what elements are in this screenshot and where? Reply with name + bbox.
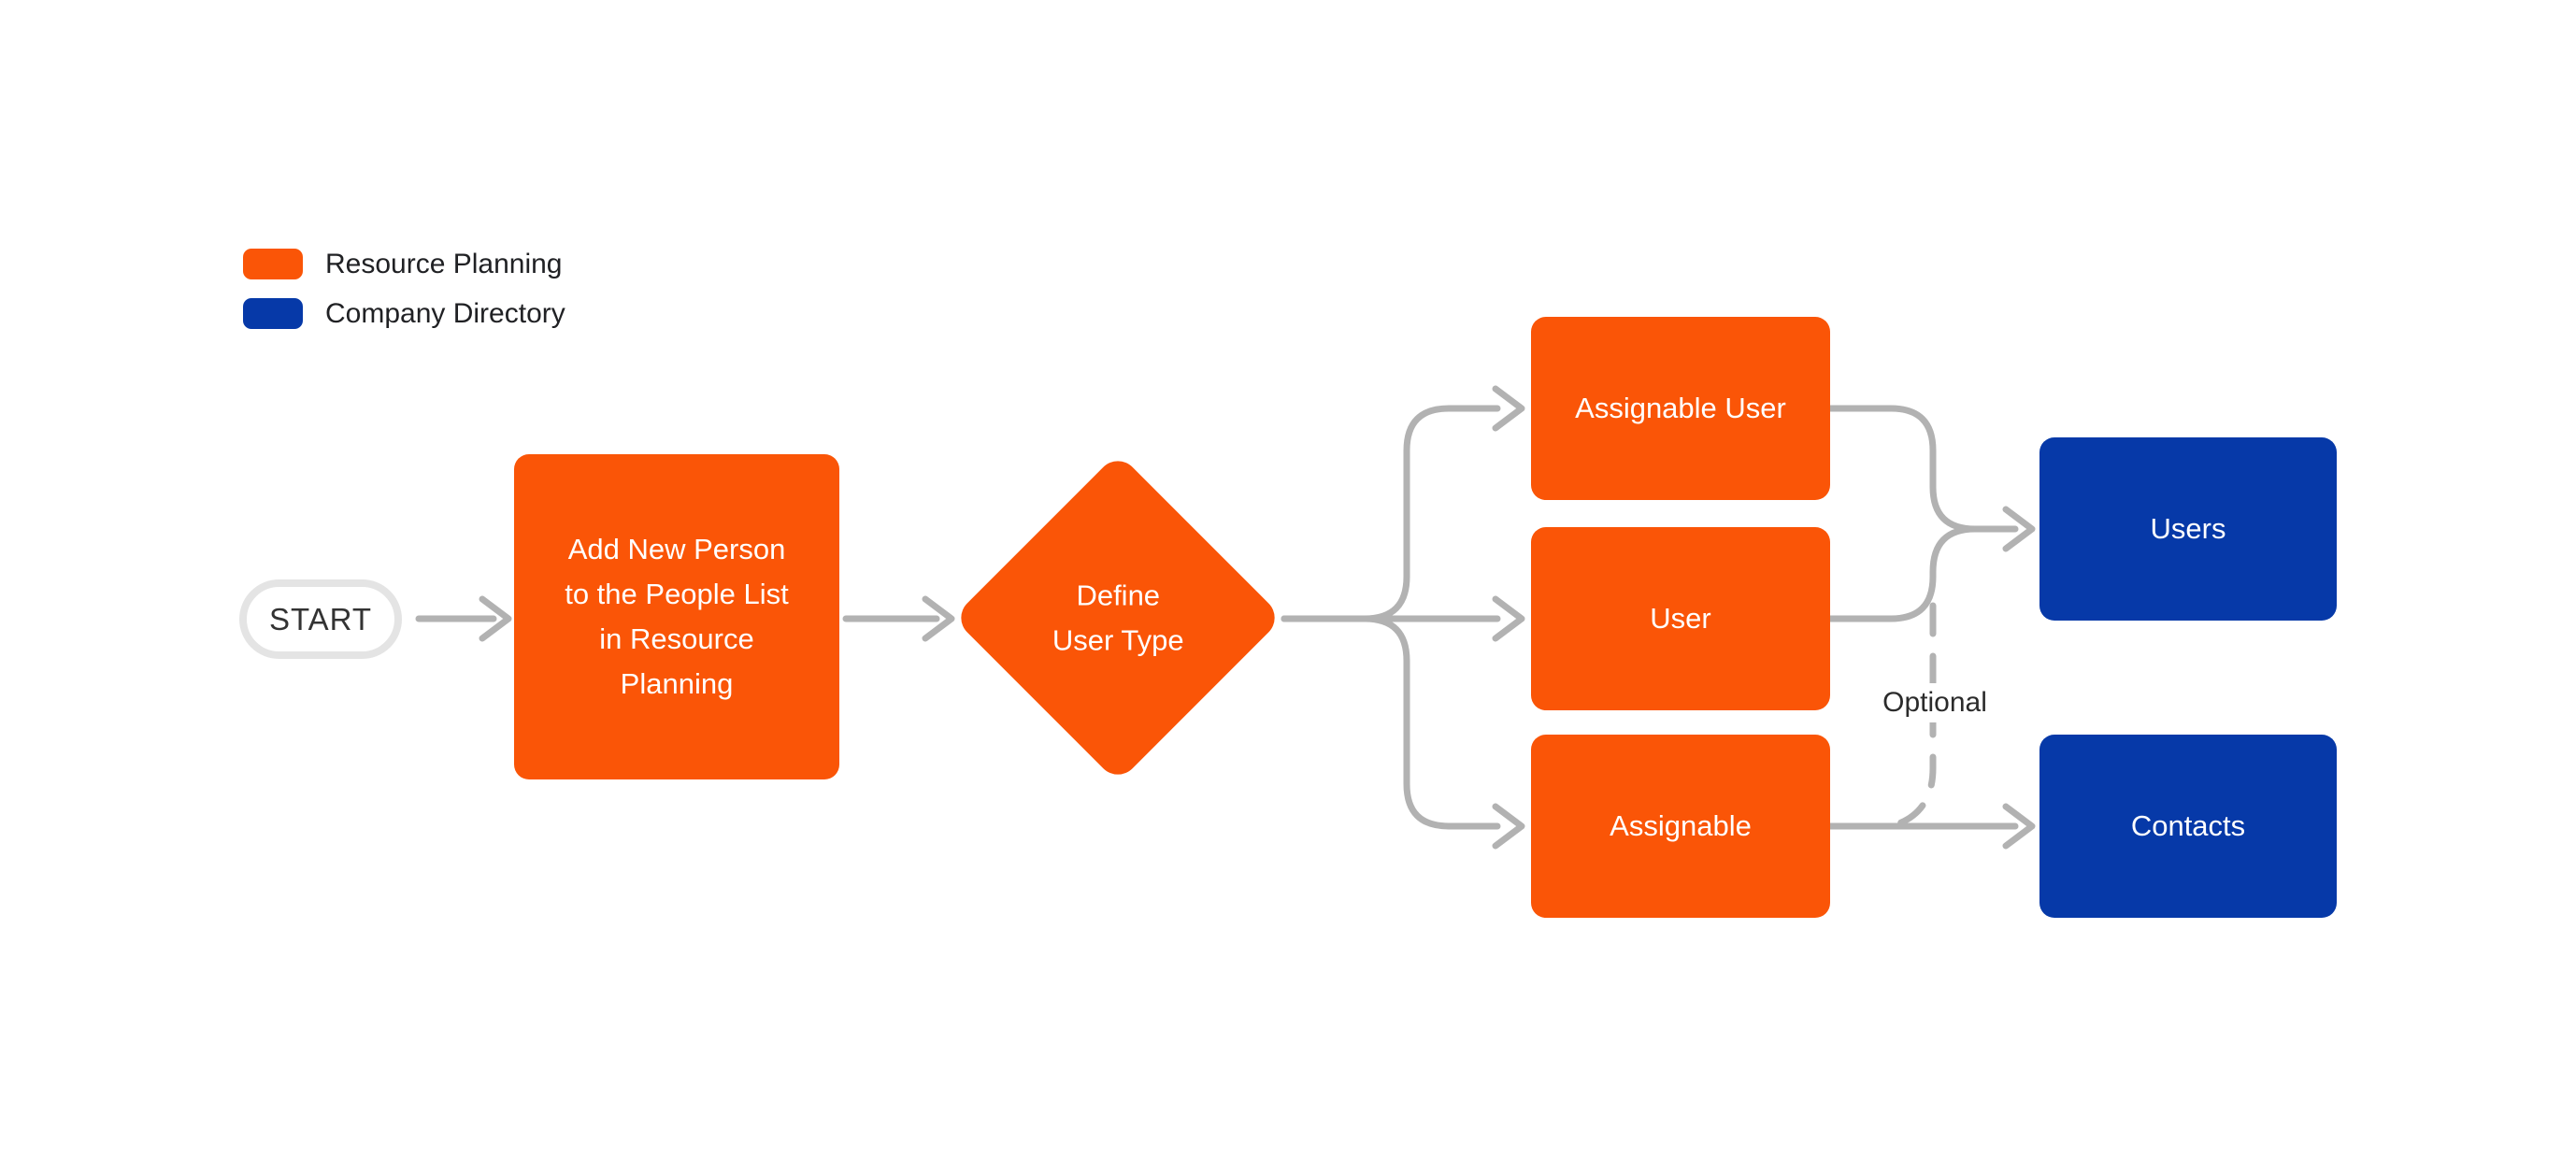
- edge-assignable-user-to-users: [1826, 405, 1979, 533]
- legend-swatch-company-directory: [243, 298, 303, 329]
- arrowhead-define-to-user: [1492, 595, 1525, 642]
- add-person-line-1: Add New Person: [567, 533, 786, 565]
- node-users: Users: [2039, 437, 2337, 621]
- arrowhead-add-person-to-define: [922, 595, 955, 642]
- add-person-line-3: in Resource: [599, 622, 754, 655]
- edge-define-to-assignable: [1281, 615, 1501, 830]
- arrowhead-start-to-add-person: [479, 595, 512, 642]
- arrowhead-merge-to-users: [2002, 506, 2036, 552]
- node-users-label: Users: [2150, 512, 2226, 545]
- define-line-2: User Type: [1052, 623, 1184, 656]
- edge-optional-user-to-contacts: [1896, 602, 1937, 827]
- arrowhead-assignable-to-contacts: [2002, 803, 2036, 850]
- node-add-new-person: Add New Person to the People List in Res…: [514, 454, 839, 779]
- node-start-label: START: [268, 601, 373, 636]
- edge-define-to-assignable-user: [1281, 405, 1501, 622]
- arrowhead-define-to-assignable-user: [1492, 385, 1525, 432]
- node-start: START: [239, 579, 402, 659]
- node-define-user-type-label: Define User Type: [1052, 573, 1184, 663]
- add-person-line-4: Planning: [620, 667, 734, 700]
- node-contacts-label: Contacts: [2130, 809, 2246, 842]
- node-contacts: Contacts: [2039, 735, 2337, 918]
- legend-label-resource-planning: Resource Planning: [325, 249, 563, 279]
- add-person-line-2: to the People List: [565, 578, 789, 610]
- node-user-label: User: [1650, 602, 1711, 635]
- node-user: User: [1531, 527, 1830, 710]
- node-assignable-user-label: Assignable User: [1575, 392, 1786, 424]
- optional-edge-label: Optional: [1865, 683, 2005, 722]
- arrowhead-define-to-assignable: [1492, 803, 1525, 850]
- legend-label-company-directory: Company Directory: [325, 298, 565, 329]
- node-assignable-label: Assignable: [1610, 809, 1752, 842]
- legend-item-company-directory: Company Directory: [243, 298, 565, 329]
- edge-user-to-users: [1826, 525, 1979, 622]
- legend-item-resource-planning: Resource Planning: [243, 249, 565, 279]
- node-add-new-person-label: Add New Person to the People List in Res…: [565, 527, 789, 707]
- node-assignable-user: Assignable User: [1531, 317, 1830, 500]
- define-line-1: Define: [1076, 579, 1160, 611]
- legend-swatch-resource-planning: [243, 249, 303, 279]
- legend: Resource Planning Company Directory: [243, 249, 565, 348]
- node-assignable: Assignable: [1531, 735, 1830, 918]
